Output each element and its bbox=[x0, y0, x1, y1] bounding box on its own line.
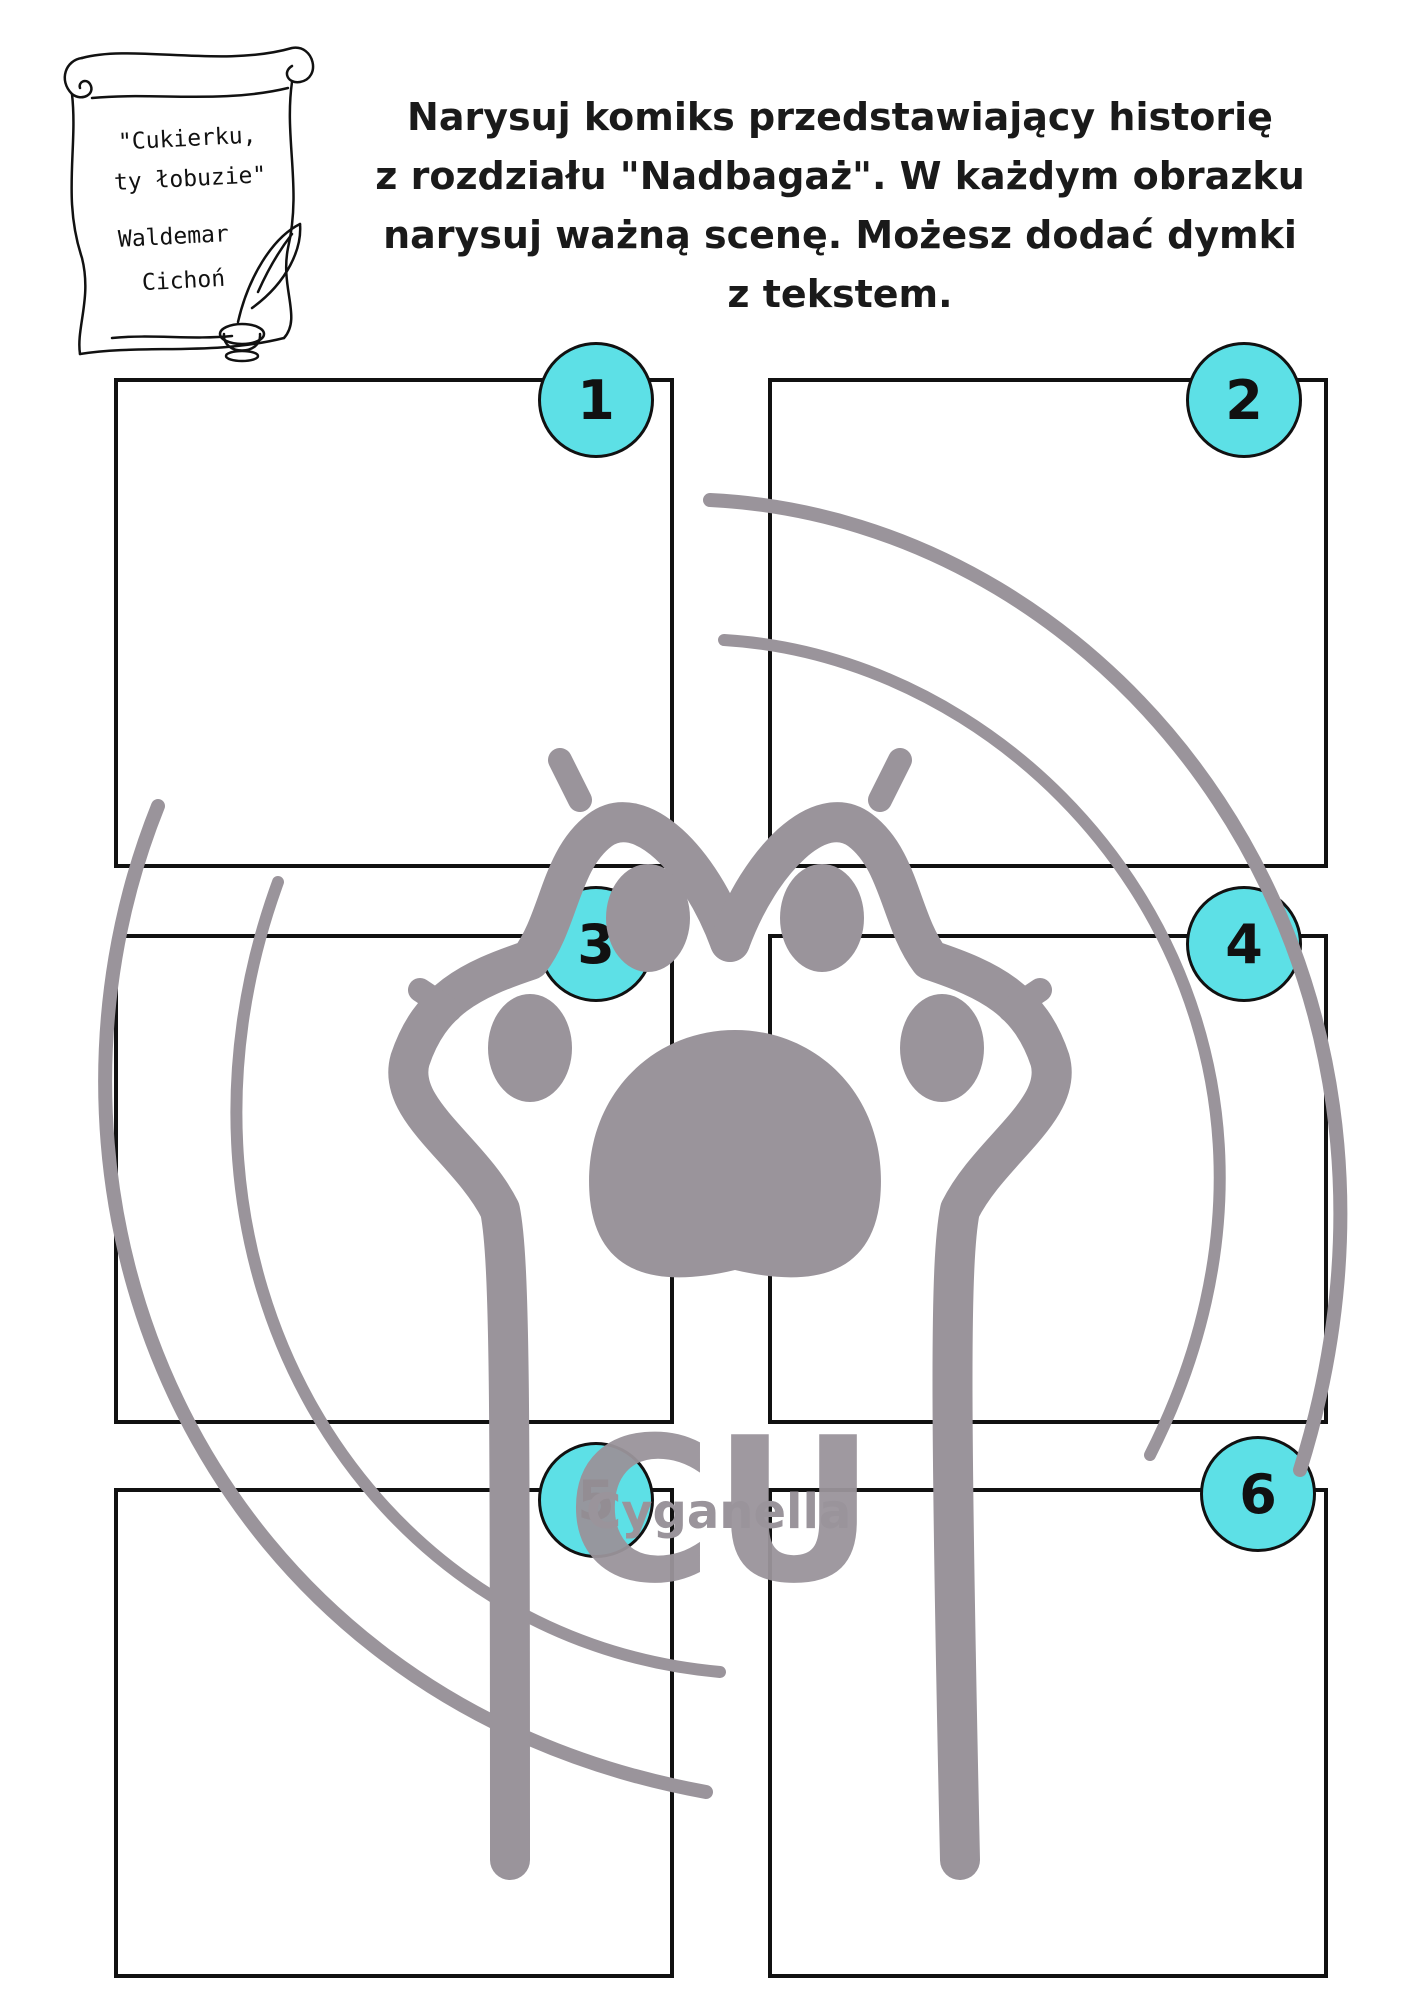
panel-number-badge-5: 5 bbox=[538, 1442, 654, 1558]
comic-panel-6[interactable] bbox=[768, 1488, 1328, 1978]
instructions-line4: z tekstem. bbox=[727, 272, 953, 316]
panel-number-badge-1: 1 bbox=[538, 342, 654, 458]
panel-number-badge-4: 4 bbox=[1186, 886, 1302, 1002]
comic-panel-5[interactable] bbox=[114, 1488, 674, 1978]
book-scroll-illustration: "Cukierku, ty łobuzie" Waldemar Cichoń bbox=[52, 38, 332, 380]
comic-panel-4[interactable] bbox=[768, 934, 1328, 1424]
instructions-line3: narysuj ważną scenę. Możesz dodać dymki bbox=[383, 213, 1297, 257]
comic-panel-3[interactable] bbox=[114, 934, 674, 1424]
panel-number-badge-3: 3 bbox=[538, 886, 654, 1002]
scroll-icon bbox=[63, 46, 315, 363]
author-last-name: Cichoń bbox=[141, 265, 226, 297]
panel-number-badge-6: 6 bbox=[1200, 1436, 1316, 1552]
instructions-line1: Narysuj komiks przedstawiający historię bbox=[407, 95, 1273, 139]
instructions-line2: z rozdziału "Nadbagaż". W każdym obrazku bbox=[375, 154, 1305, 198]
panel-number-badge-2: 2 bbox=[1186, 342, 1302, 458]
instructions-text: Narysuj komiks przedstawiający historię … bbox=[370, 88, 1310, 324]
